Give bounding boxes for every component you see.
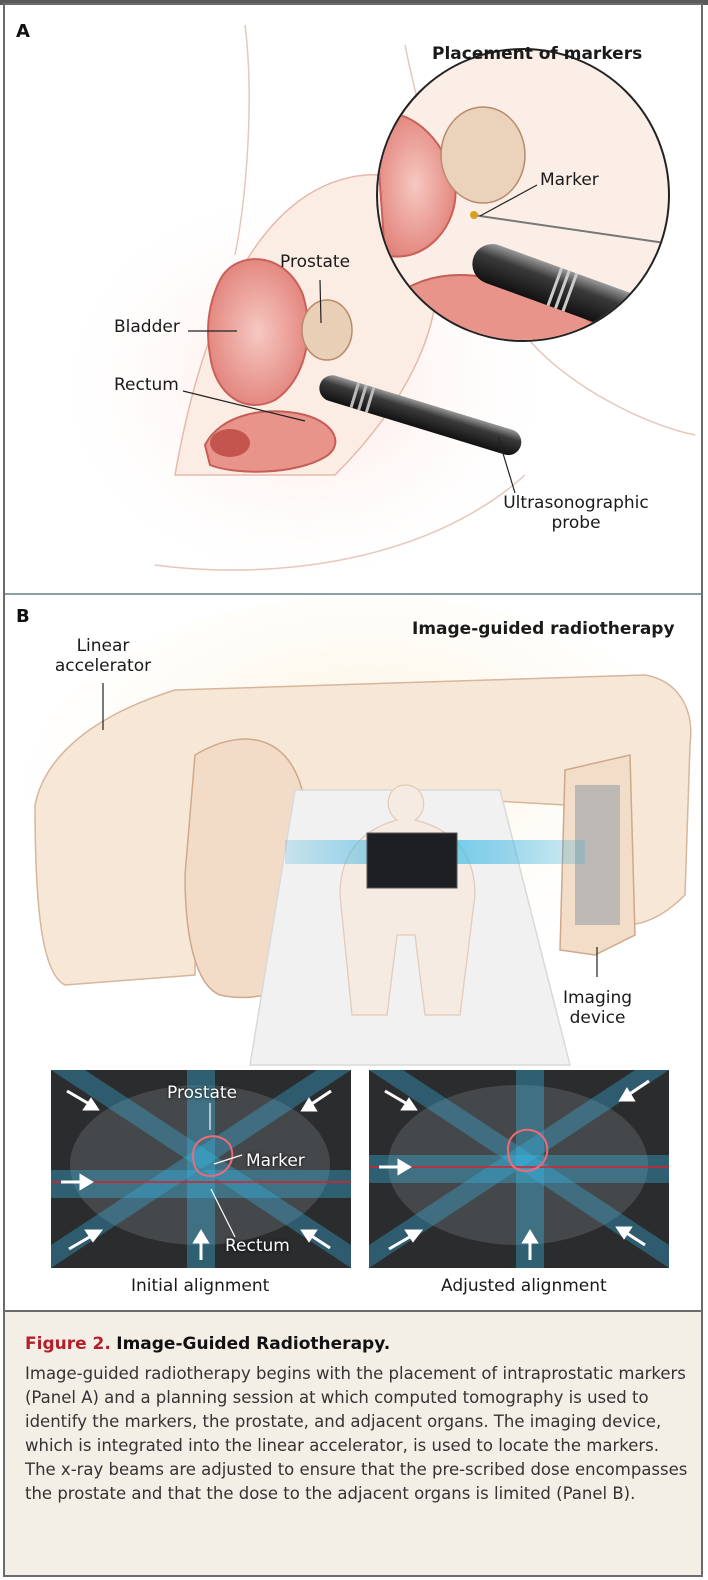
figure-frame — [3, 3, 703, 1577]
